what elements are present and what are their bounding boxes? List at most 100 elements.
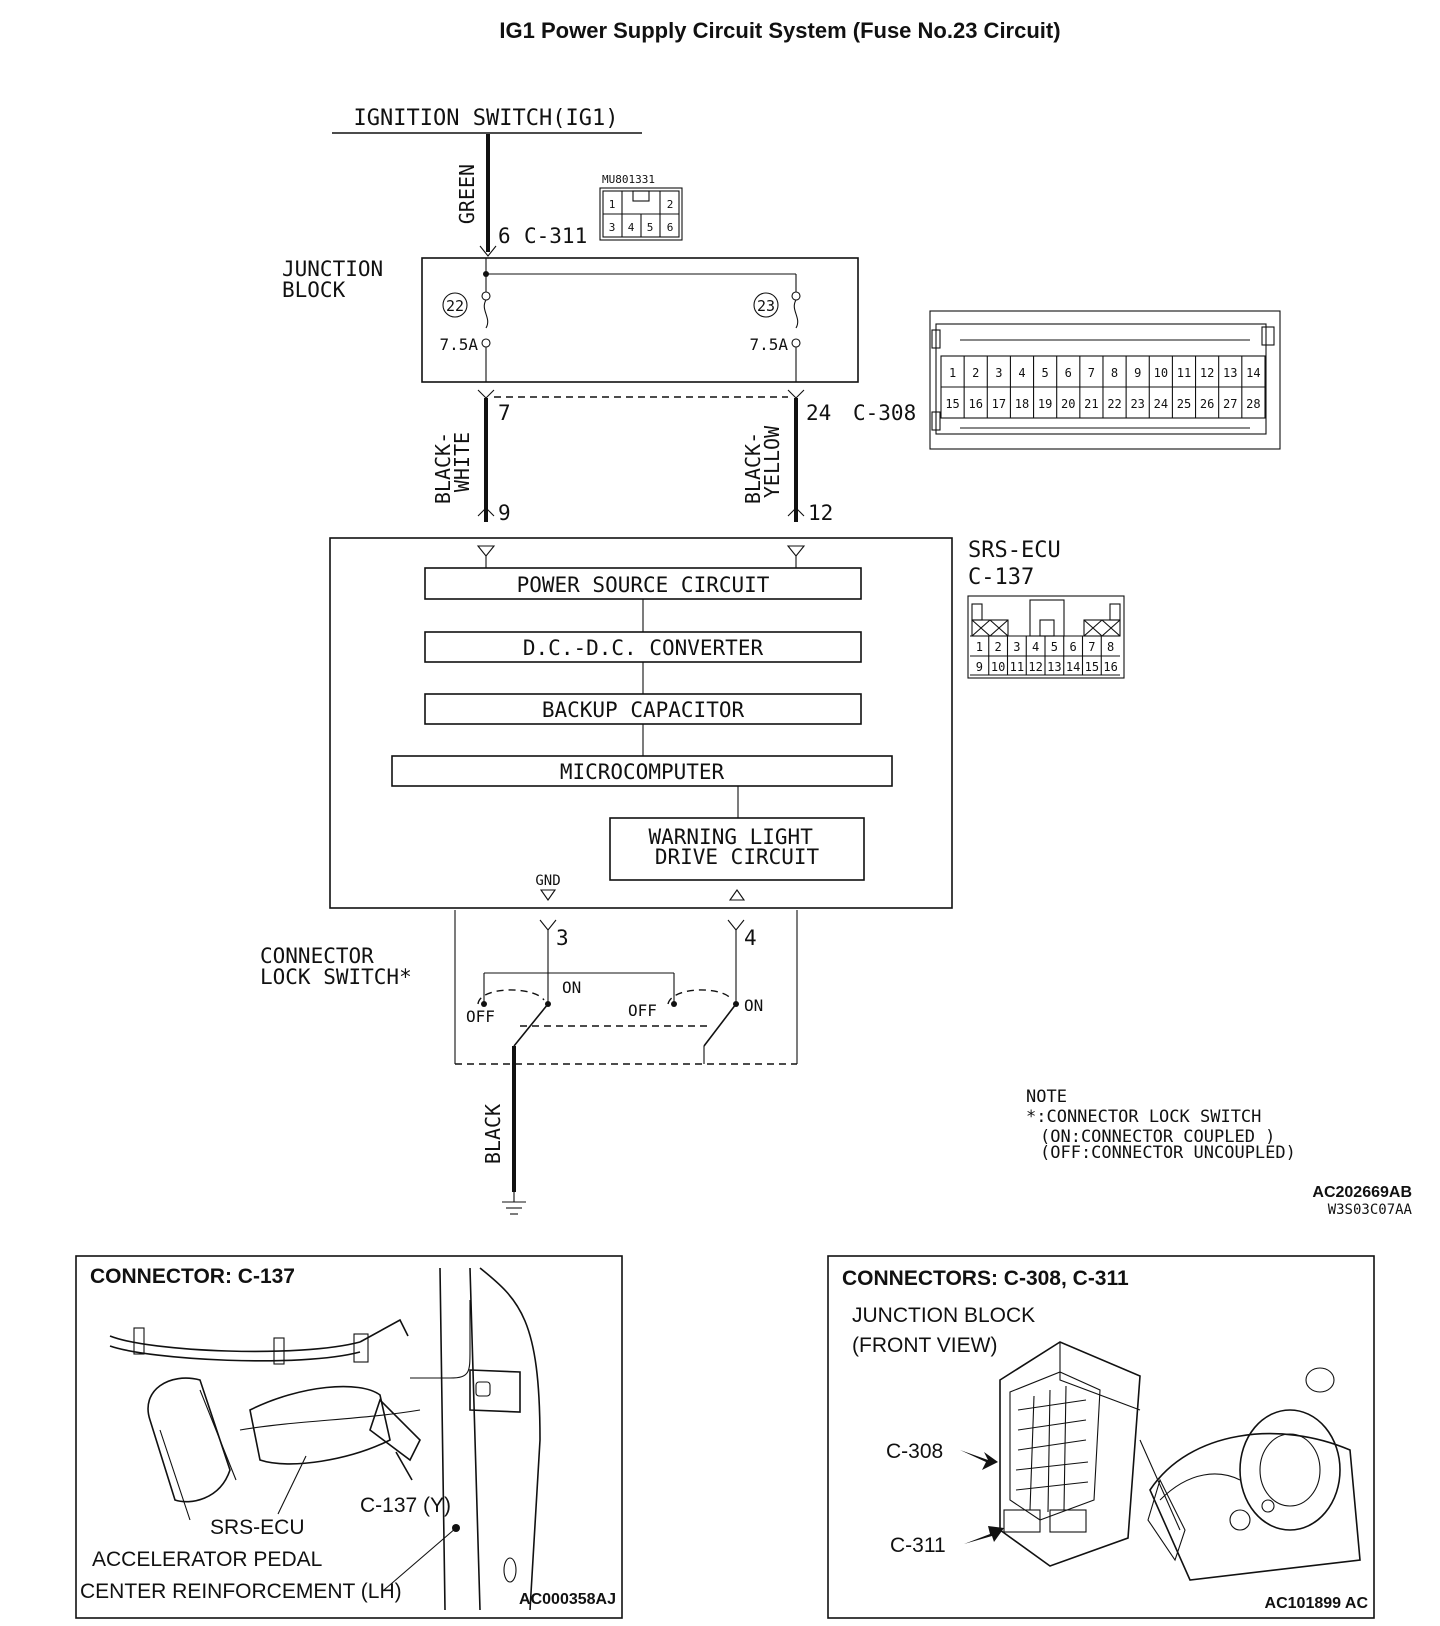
c308-pin: 11 [1177,366,1191,380]
panel-c137-code: AC000358AJ [519,1591,616,1608]
note-line: *:CONNECTOR LOCK SWITCH [1026,1107,1261,1127]
microcomputer-block [391,755,893,787]
panel-c308-title: CONNECTORS: C-308, C-311 [842,1267,1129,1290]
wire-label-line: BLACK- [741,432,765,504]
c137-pin: 5 [1051,640,1058,654]
warning-light-line: DRIVE CIRCUIT [655,845,820,869]
junction-block-view-label: JUNCTION BLOCK (FRONT VIEW) [852,1304,1041,1357]
junction-block-label-line: BLOCK [282,278,346,302]
c308-pin: 19 [1038,397,1052,411]
c137-pin: 12 [1028,660,1042,674]
pin4-mark [727,919,745,931]
reinforcement-leader [383,1527,457,1591]
c311-terminal-mark [479,245,497,257]
c308-pin: 22 [1107,397,1121,411]
on-label-right: ON [744,996,763,1015]
mu-connector-face [599,187,683,241]
mu-pin: 3 [609,221,616,234]
c308-pin: 2 [972,366,979,380]
srs-ecu-callout: SRS-ECU [210,1516,305,1539]
c137-pin: 14 [1066,660,1080,674]
switch-blade-right [703,1003,737,1047]
c137-location-illustration [109,1267,541,1611]
panel-c308-code: AC101899 AC [1265,1595,1369,1612]
c308-pin: 9 [1134,366,1141,380]
c308-arrow-icon [960,1450,998,1470]
c308-terminal-mark-24 [787,389,805,399]
c137-pin: 2 [995,640,1002,654]
c308-pin: 28 [1246,397,1260,411]
c137-pin: 8 [1107,640,1114,654]
mu-part-number: MU801331 [602,173,655,186]
c308-pin: 7 [1088,366,1095,380]
wire-label-line: WHITE [450,432,474,492]
accelerator-pedal-callout: ACCELERATOR PEDAL [92,1548,322,1571]
ecu-pin-3: 3 [556,926,569,950]
black-white-label: BLACK- WHITE [431,420,474,504]
warning-light-line: WARNING LIGHT [648,825,813,849]
note-line: (OFF:CONNECTOR UNCOUPLED) [1040,1143,1296,1163]
ecu-pin12-mark [787,507,805,517]
c308-connector-face [929,310,1281,450]
off-contact-right [671,1001,677,1007]
c308-pin: 26 [1200,397,1214,411]
switch-travel-right [667,989,733,1005]
c308-pin: 21 [1084,397,1098,411]
power-source-circuit-label: POWER SOURCE CIRCUIT [517,573,770,597]
mu-pin: 5 [647,221,654,234]
switch-travel-left [477,989,545,1005]
c311-label: C-311 [524,224,587,248]
c308-pin: 14 [1246,366,1260,380]
c308-terminal-mark-7 [477,389,495,399]
mu-pin: 6 [667,221,674,234]
c308-pin: 10 [1154,366,1168,380]
lock-switch-label-line: CONNECTOR [260,944,374,968]
c308-pin: 16 [968,397,982,411]
junction-block-label: JUNCTION BLOCK [282,257,396,302]
note-line: NOTE [1026,1087,1067,1107]
fuse-22-symbol [481,291,491,382]
on-label-left: ON [562,978,581,997]
backup-capacitor-block [424,693,862,725]
c308-pin: 3 [995,366,1002,380]
diagram-code: AC202669AB [1312,1184,1412,1201]
junction-view-line: (FRONT VIEW) [852,1334,997,1357]
c137-pin: 16 [1103,660,1117,674]
warning-light-drive-label: WARNING LIGHT DRIVE CIRCUIT [648,825,825,869]
c308-pin: 6 [1065,366,1072,380]
c137-pin: 9 [976,660,983,674]
srs-ecu-connector: C-137 [968,565,1034,590]
c137-pin: 7 [1088,640,1095,654]
c137-pin: 13 [1047,660,1061,674]
c308-pin: 17 [992,397,1006,411]
c308-pin: 5 [1042,366,1049,380]
c308-pin: 25 [1177,397,1191,411]
off-label-left: OFF [466,1007,495,1026]
c311-pin: 6 [498,224,511,248]
c308-pin: 20 [1061,397,1075,411]
warning-light-drive-block [609,817,865,881]
mu-pin: 4 [628,221,635,234]
fuse-22-rating: 7.5A [439,335,478,354]
c308-pin-24: 24 [806,401,831,425]
srs-ecu-name: SRS-ECU [968,538,1061,563]
junction-block-label-line: JUNCTION [282,257,383,281]
panel-c137-title: CONNECTOR: C-137 [90,1265,295,1288]
c137-pin: 1 [976,640,983,654]
c137-callout: C-137 (Y) [360,1494,451,1517]
note-line: (ON:CONNECTOR COUPLED ) [1040,1127,1275,1147]
backup-capacitor-label: BACKUP CAPACITOR [542,698,745,722]
black-yellow-label: BLACK- YELLOW [741,420,784,504]
wire-label-line: BLACK- [431,432,455,504]
c308-pin: 1 [949,366,956,380]
off-contact-left [481,1001,487,1007]
c308-pin: 24 [1154,397,1168,411]
mu-pin: 2 [667,198,674,211]
c308-pin: 4 [1018,366,1025,380]
pin4-arrow [728,889,746,901]
ecu-input-arrow-12 [786,545,806,557]
black-wire-label: BLACK [481,1104,505,1164]
c308-pin: 15 [945,397,959,411]
c308-pin: 13 [1223,366,1237,380]
c308-pin: 27 [1223,397,1237,411]
